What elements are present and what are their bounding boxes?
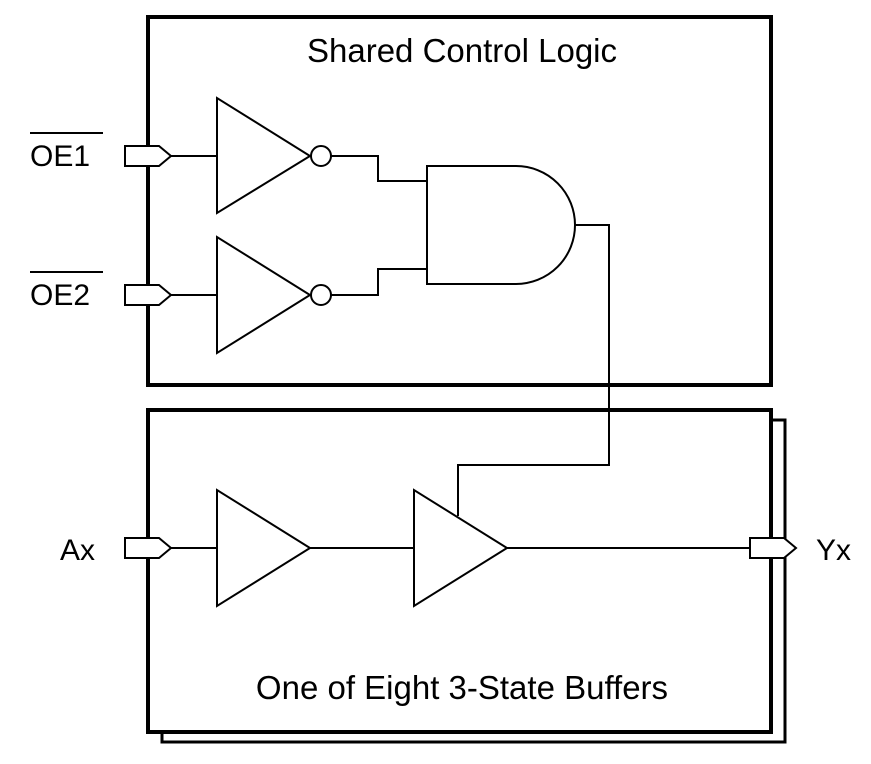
shared-control-logic-title: Shared Control Logic [307,32,617,69]
inverter-oe2-output-wire [331,268,427,296]
oe2-pin-connector [124,284,173,306]
three-state-buffer-triangle [413,488,509,608]
oe2-label: OE2 [30,279,90,312]
input-buffer-triangle [216,488,312,608]
ax-pin-connector [124,537,173,559]
inverter-oe1-triangle [216,96,312,215]
inverter-oe1-output-wire [331,155,427,182]
oe1-pin-connector [124,145,173,167]
oe1-label: OE1 [30,140,90,173]
enable-wire [457,224,610,516]
and-gate [426,165,576,285]
inverter-oe2-bubble [310,284,332,306]
inverter-oe1-bubble [310,145,332,167]
yx-label: Yx [816,534,851,567]
yx-pin-connector [749,537,798,559]
ax-label: Ax [60,534,95,567]
buffer-block-title: One of Eight 3-State Buffers [256,669,668,706]
inverter-oe2-triangle [216,235,312,355]
